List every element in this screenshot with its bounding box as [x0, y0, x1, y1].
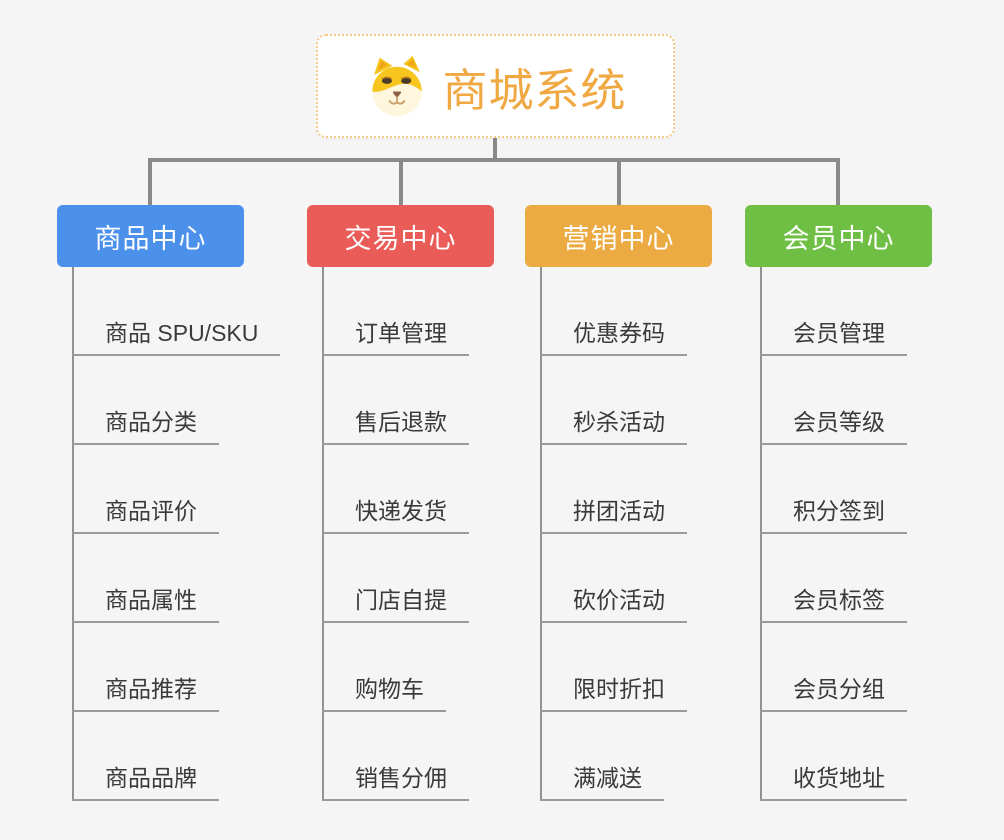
connector-drop-trade	[399, 158, 403, 207]
branch-label: 商品中心	[94, 223, 207, 254]
root-label: 商城系统	[442, 64, 627, 116]
leaf-node[interactable]: 砍价活动	[540, 585, 687, 623]
branch-trade-center: 交易中心 订单管理 售后退款 快递发货 门店自提 购物车 销售分佣	[307, 205, 607, 820]
leaf-node[interactable]: 会员等级	[760, 407, 907, 445]
connector-drop-marketing	[617, 158, 621, 207]
leaf-node[interactable]: 会员标签	[760, 585, 907, 623]
branch-label: 交易中心	[344, 223, 457, 254]
leaf-node[interactable]: 订单管理	[322, 318, 469, 356]
leaf-node[interactable]: 满减送	[540, 763, 664, 801]
branch-marketing-center: 营销中心 优惠券码 秒杀活动 拼团活动 砍价活动 限时折扣 满减送	[525, 205, 825, 820]
branch-node-member-center[interactable]: 会员中心	[745, 205, 932, 267]
branch-trunk-line	[540, 267, 542, 801]
leaf-node[interactable]: 门店自提	[322, 585, 469, 623]
branch-product-center: 商品中心 商品 SPU/SKU 商品分类 商品评价 商品属性 商品推荐 商品品牌	[57, 205, 357, 820]
leaf-node[interactable]: 会员管理	[760, 318, 907, 356]
connector-drop-product	[148, 158, 152, 207]
leaf-node[interactable]: 积分签到	[760, 496, 907, 534]
branch-node-marketing-center[interactable]: 营销中心	[525, 205, 712, 267]
branch-trunk-line	[322, 267, 324, 801]
branch-label: 会员中心	[782, 223, 895, 254]
branch-node-product-center[interactable]: 商品中心	[57, 205, 244, 267]
root-node[interactable]: 商城系统	[316, 34, 675, 138]
branch-trunk-line	[72, 267, 74, 801]
leaf-node[interactable]: 商品评价	[72, 496, 219, 534]
leaf-node[interactable]: 拼团活动	[540, 496, 687, 534]
connector-horizontal-line	[148, 158, 840, 162]
leaf-node[interactable]: 秒杀活动	[540, 407, 687, 445]
leaf-node[interactable]: 会员分组	[760, 674, 907, 712]
leaf-node[interactable]: 商品分类	[72, 407, 219, 445]
branch-trunk-line	[760, 267, 762, 801]
connector-drop-member	[836, 158, 840, 207]
leaf-node[interactable]: 销售分佣	[322, 763, 469, 801]
leaf-node[interactable]: 售后退款	[322, 407, 469, 445]
branch-node-trade-center[interactable]: 交易中心	[307, 205, 494, 267]
leaf-node[interactable]: 快递发货	[322, 496, 469, 534]
leaf-node[interactable]: 商品 SPU/SKU	[72, 318, 281, 356]
leaf-node[interactable]: 收货地址	[760, 763, 907, 801]
leaf-node[interactable]: 限时折扣	[540, 674, 687, 712]
shiba-dog-icon	[372, 55, 423, 117]
branch-label: 营销中心	[562, 223, 675, 254]
connector-root-stub	[493, 138, 497, 160]
leaf-node[interactable]: 商品推荐	[72, 674, 219, 712]
branch-member-center: 会员中心 会员管理 会员等级 积分签到 会员标签 会员分组 收货地址	[745, 205, 1004, 820]
leaf-node[interactable]: 购物车	[322, 674, 446, 712]
leaf-node[interactable]: 优惠券码	[540, 318, 687, 356]
leaf-node[interactable]: 商品品牌	[72, 763, 219, 801]
leaf-node[interactable]: 商品属性	[72, 585, 219, 623]
